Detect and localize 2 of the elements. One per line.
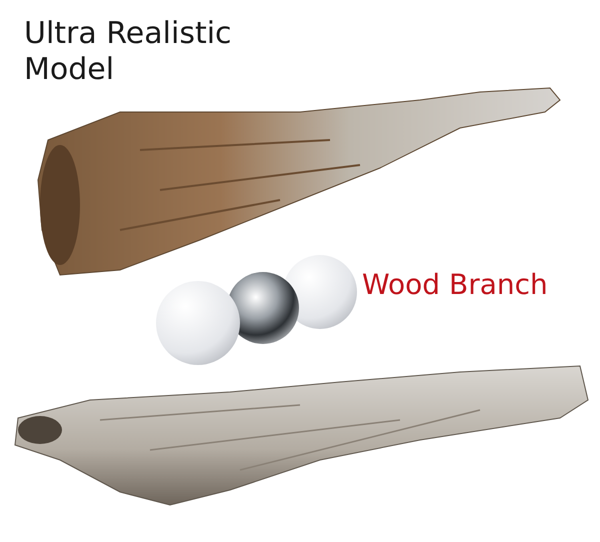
product-label: Wood Branch <box>362 268 548 302</box>
title: Ultra Realistic Model <box>24 16 233 88</box>
